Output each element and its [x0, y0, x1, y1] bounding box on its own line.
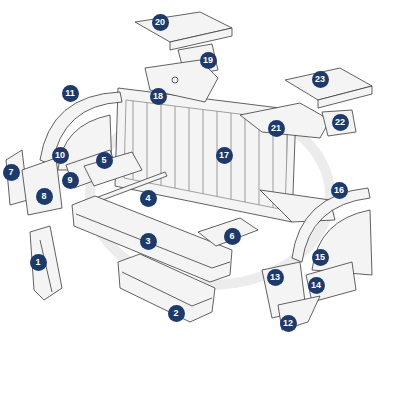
sill-crease — [122, 272, 212, 306]
callout-text: 6 — [229, 232, 234, 241]
callout-text: 22 — [335, 118, 345, 127]
callout-number: 19 — [200, 52, 217, 69]
callout-text: 3 — [145, 237, 150, 246]
callout-text: 9 — [67, 176, 72, 185]
callout-number: 11 — [62, 85, 79, 102]
callout-number: 15 — [312, 249, 329, 266]
callout-text: 10 — [55, 151, 65, 160]
callout-number: 16 — [331, 182, 348, 199]
callout-text: 17 — [219, 151, 229, 160]
callout-text: 23 — [315, 75, 325, 84]
callout-number: 1 — [30, 254, 47, 271]
callout-number: 5 — [96, 152, 113, 169]
callout-number: 21 — [268, 120, 285, 137]
callout-text: 13 — [270, 273, 280, 282]
callout-text: 16 — [334, 186, 344, 195]
bracket-12 — [278, 296, 320, 330]
callout-text: 11 — [65, 89, 75, 98]
callout-number: 9 — [62, 172, 79, 189]
callout-number: 22 — [332, 114, 349, 131]
callout-text: 1 — [35, 258, 40, 267]
callout-number: 8 — [36, 188, 53, 205]
sill-2 — [118, 254, 215, 322]
callout-text: 5 — [101, 156, 106, 165]
callout-number: 6 — [224, 228, 241, 245]
callout-number: 4 — [140, 190, 157, 207]
callout-text: 14 — [311, 281, 321, 290]
corner-post-1 — [30, 226, 62, 300]
callout-text: 12 — [283, 319, 293, 328]
callout-number: 23 — [312, 71, 329, 88]
callout-number: 14 — [308, 277, 325, 294]
callout-number: 20 — [152, 14, 169, 31]
callout-number: 2 — [168, 305, 185, 322]
callout-text: 7 — [8, 168, 13, 177]
callout-number: 18 — [150, 88, 167, 105]
callout-text: 21 — [271, 124, 281, 133]
bracket-21 — [240, 103, 330, 138]
bracket-14 — [306, 262, 356, 302]
callout-text: 18 — [153, 92, 163, 101]
callout-number: 17 — [216, 147, 233, 164]
plate-5 — [84, 152, 142, 186]
callout-text: 2 — [173, 309, 178, 318]
callout-number: 12 — [280, 315, 297, 332]
callout-text: 15 — [315, 253, 325, 262]
plate-23-edge — [318, 86, 372, 108]
callout-number: 7 — [3, 164, 20, 181]
callout-number: 10 — [52, 147, 69, 164]
bulkhead-panel — [115, 88, 296, 222]
callout-number: 3 — [140, 233, 157, 250]
plate-6 — [198, 218, 258, 246]
hole — [172, 77, 178, 83]
callout-text: 20 — [155, 18, 165, 27]
bracket-22 — [322, 110, 356, 136]
callout-text: 19 — [203, 56, 213, 65]
callout-text: 8 — [41, 192, 46, 201]
corner-8 — [22, 158, 62, 215]
callout-number: 13 — [267, 269, 284, 286]
callout-text: 4 — [145, 194, 150, 203]
